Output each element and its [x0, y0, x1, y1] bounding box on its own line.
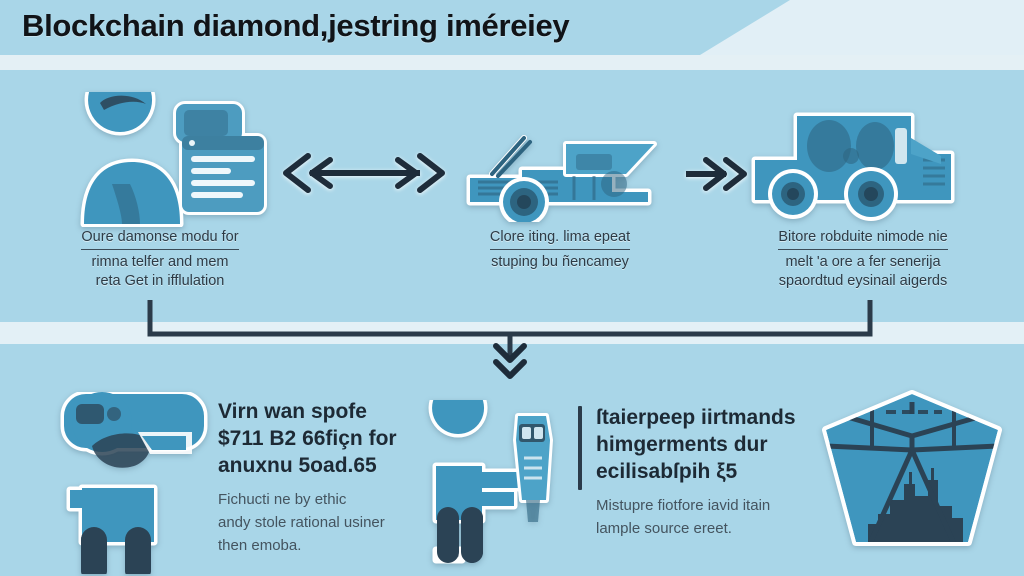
person-with-scanner-icon: [418, 400, 578, 566]
column-consumer-caption: Oure damonse modu for rimna telfer and m…: [20, 228, 300, 291]
block-inspection-text: Virn wan spofe $711 B2 66fiçn for anuxnu…: [218, 398, 397, 557]
diamond-with-skyline-icon: [812, 388, 1012, 568]
header-stripe: [0, 55, 1024, 70]
caption-heading: Clore iting. lima epeat: [489, 228, 631, 250]
bracket-connector: [0, 297, 1024, 385]
caption-heading: Bitore robduite nimode nie: [778, 228, 948, 250]
accent-bar: [578, 406, 582, 490]
column-mining-truck-caption: Clore iting. lima epeat stuping bu ñenca…: [435, 228, 685, 272]
arrow-forward-icon: [680, 152, 750, 201]
column-haul-truck-caption: Bitore robduite nimode nie melt 'a ore a…: [718, 228, 1008, 291]
page-title: Blockchain diamond,jestring iméreiey: [22, 8, 570, 43]
block-body: Mistupre fiotfore iavid itain lample sou…: [596, 497, 771, 537]
caption-line: rimna telfer and mem: [91, 254, 229, 270]
block-verification-text: ſtaierpeep iirtmands himgerments dur eci…: [578, 404, 796, 540]
double-chevron-down-icon: [493, 343, 527, 379]
person-with-document-icon: [60, 92, 270, 227]
person-with-camera-icon: [42, 392, 218, 574]
mining-truck-icon: [462, 130, 658, 222]
header-band: [0, 0, 790, 55]
caption-line: reta Get in ifflulation: [95, 273, 225, 289]
block-title: ſtaierpeep iirtmands himgerments dur eci…: [596, 406, 796, 483]
haul-truck-icon: [745, 108, 967, 226]
caption-line: spaordtud eysinail aigerds: [778, 273, 948, 289]
arrow-bidirectional-icon: [278, 150, 450, 201]
caption-line: melt 'a ore a fer senerija: [785, 254, 941, 270]
caption-line: stuping bu ñencamey: [491, 254, 629, 270]
caption-heading: Oure damonse modu for: [81, 228, 239, 250]
block-body: Fichucti ne by ethic andy stole rational…: [218, 491, 385, 554]
block-title: Virn wan spofe $711 B2 66fiçn for anuxnu…: [218, 400, 397, 477]
